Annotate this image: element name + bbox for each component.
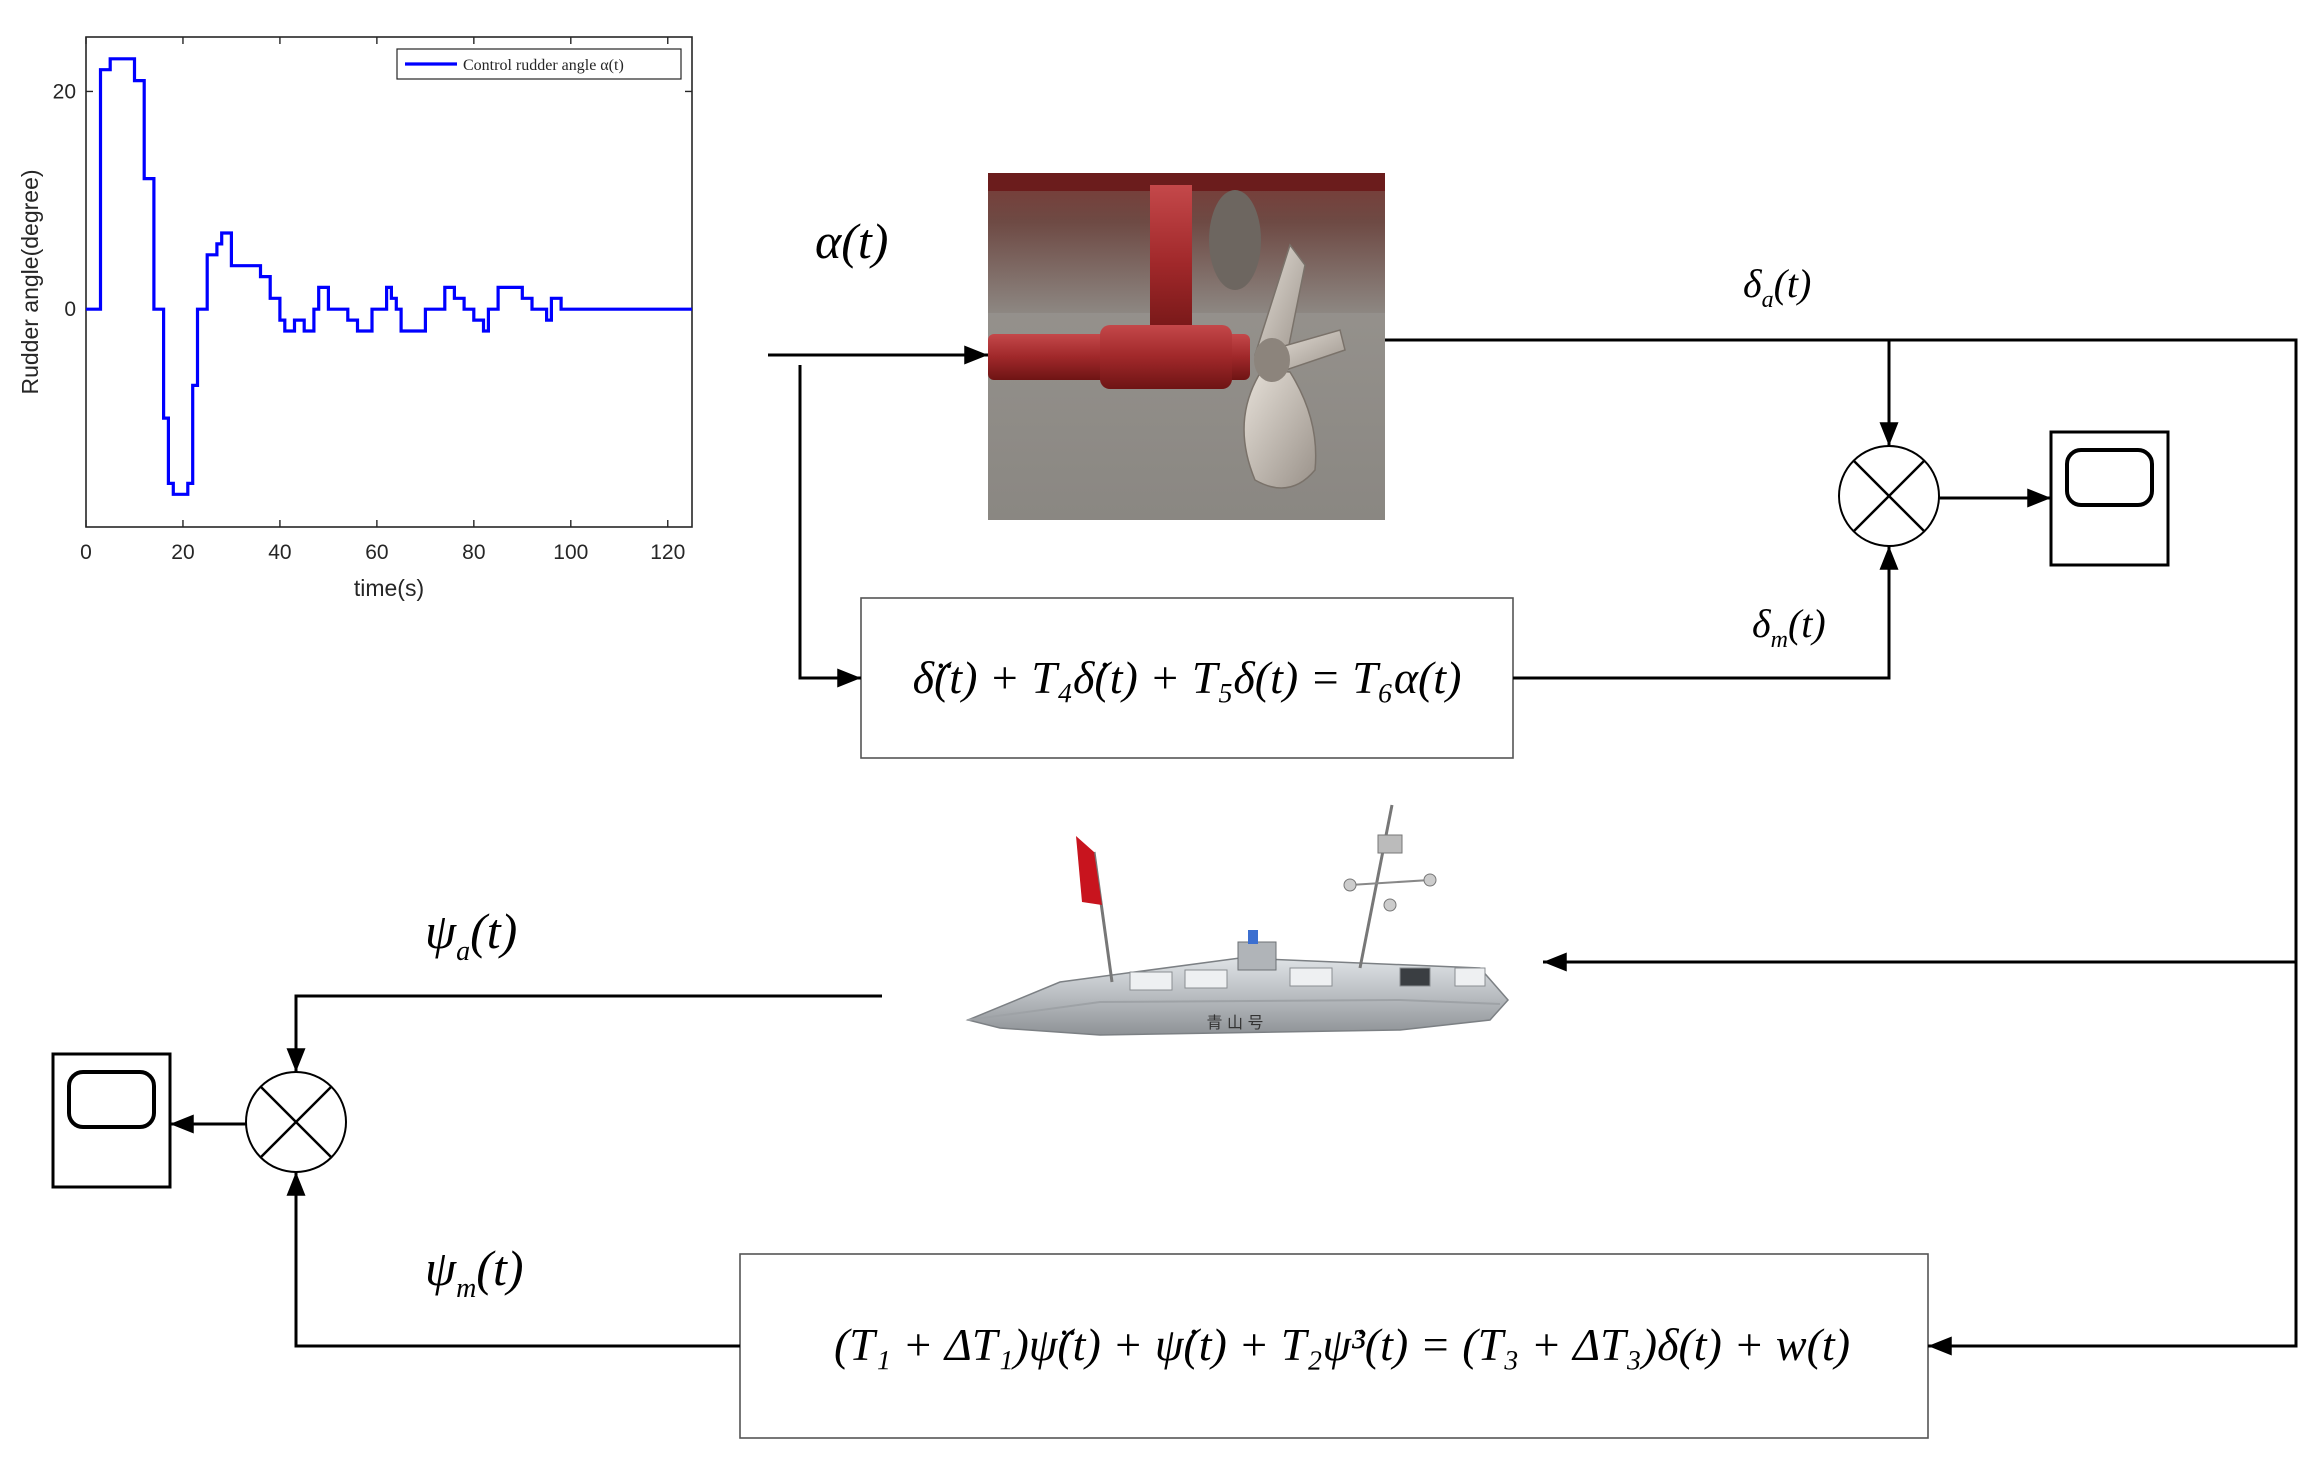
boat-photo: 青 山 号: [965, 804, 1510, 1036]
rudder-strut: [1150, 185, 1192, 345]
delta-m-to-junction: [1513, 546, 1899, 680]
psi-a-to-junction: [286, 994, 882, 1072]
junction-cross-b: [1853, 460, 1925, 532]
summing-junction-rudder: [1838, 445, 1940, 547]
chart-plot-area: [85, 36, 693, 528]
y-tick-label: 20: [53, 80, 76, 103]
scope-screen: [2065, 448, 2154, 507]
hull-edge: [988, 173, 1385, 191]
rudder-angle-chart: 0 20 40 60 80 100 120 0 20 time(s) Rudder angle(…: [17, 36, 693, 601]
alpha-to-rudder-model: [798, 365, 861, 688]
chart-x-axis-label: time(s): [354, 575, 424, 601]
x-tick-label: 40: [268, 541, 291, 564]
delta-m-label: δm(t): [1752, 601, 1826, 653]
delta-a-label: δa(t): [1743, 261, 1811, 313]
rudder-model-block: [860, 597, 1514, 759]
x-tick-label: 0: [80, 541, 92, 564]
junction-cross-b: [260, 1086, 332, 1158]
chart-tick-labels: 0 20 40 60 80 100 120 0 20: [53, 80, 686, 564]
chart-legend: Control rudder angle α(t): [396, 48, 682, 80]
delta-to-ship-model: [1928, 962, 2298, 1356]
chart-ticks: [85, 37, 692, 527]
legend-label: Control rudder angle α(t): [463, 57, 624, 74]
propeller-hub: [1254, 338, 1290, 382]
delta-a-line: [1385, 338, 2298, 962]
x-tick-label: 100: [553, 541, 588, 564]
y-tick-label: 0: [64, 298, 76, 321]
alpha-label: α(t): [815, 213, 888, 269]
x-tick-label: 20: [171, 541, 194, 564]
propeller-photo: [988, 173, 1385, 520]
x-tick-label: 60: [365, 541, 388, 564]
deck-hatch-4: [1399, 967, 1431, 987]
red-flag: [1076, 836, 1102, 905]
deck-hatch-5: [1454, 967, 1486, 987]
sensor-head: [1377, 834, 1403, 854]
scope-icon-heading: [51, 1052, 172, 1189]
anemometer-arm: [1349, 879, 1431, 886]
boat-hull: [965, 957, 1510, 1036]
anemometer-cup-3: [1383, 898, 1397, 912]
electronics-module: [1248, 930, 1258, 944]
psi-a-label: ψa(t): [425, 903, 517, 967]
hull-line: [967, 998, 1501, 1021]
anemometer-cup-2: [1423, 873, 1437, 887]
shaft-housing: [1100, 325, 1232, 389]
x-tick-label: 80: [462, 541, 485, 564]
psi-m-label: ψm(t): [425, 1240, 524, 1304]
propeller-blade-lower: [1243, 369, 1317, 489]
boat-hull-text: 青 山 号: [1207, 1014, 1264, 1032]
summing-junction-heading: [245, 1071, 347, 1173]
deck-hatch-1: [1129, 971, 1173, 991]
scope-icon-rudder: [2049, 430, 2170, 567]
rudder-model-equation: δ̈(t) + T₄δ̇(t) + T₅δ(t) = T₆α(t): [913, 652, 1462, 703]
x-tick-label: 120: [650, 541, 685, 564]
psi-m-to-junction: [286, 1172, 740, 1348]
scope-screen: [67, 1070, 156, 1129]
electronics-box: [1237, 941, 1277, 971]
antenna-mast: [1358, 804, 1394, 969]
gearbox: [1209, 190, 1261, 290]
ship-model-equation: (T₁ + ΔT₁)ψ̈(t) + ψ̇(t) + T₂ψ̇³(t) = (T₃…: [834, 1319, 1850, 1370]
deck-hatch-2: [1184, 969, 1228, 989]
chart-y-axis-label: Rudder angle(degree): [17, 169, 43, 394]
deck-hatch-3: [1289, 967, 1333, 987]
anemometer-cup-1: [1343, 878, 1357, 892]
rudder-angle-series-line: [86, 57, 692, 496]
connections: [170, 338, 2298, 1356]
